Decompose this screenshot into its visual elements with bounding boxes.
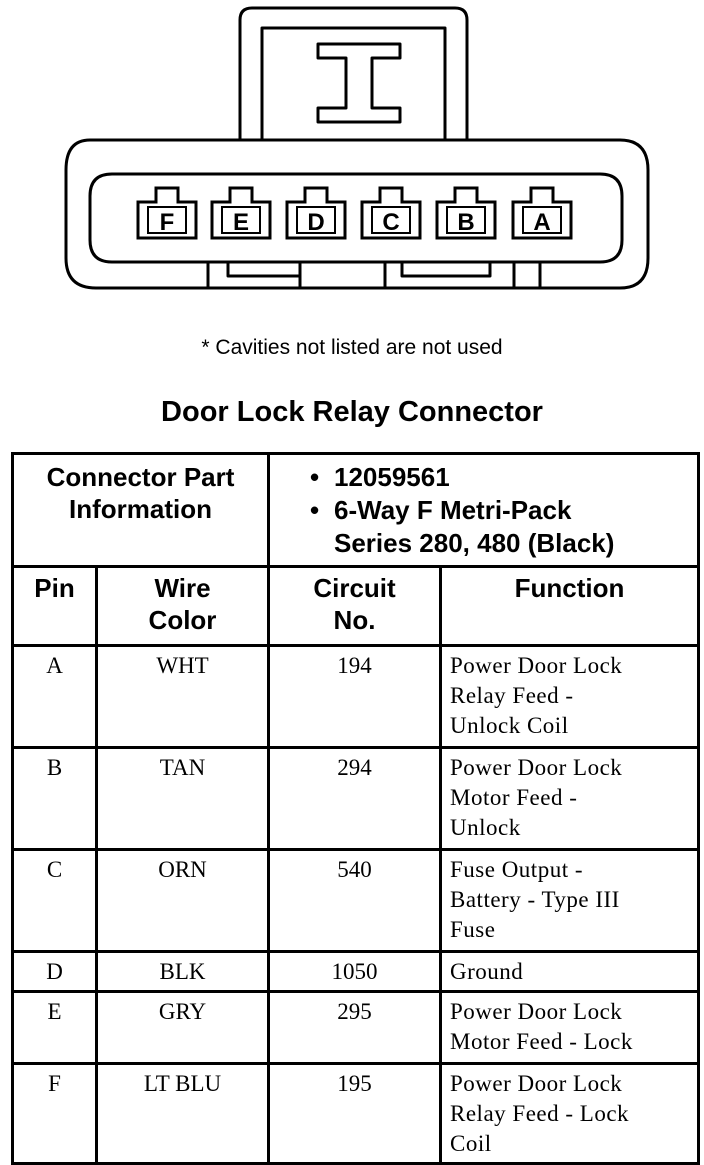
cavity-label: E [233,209,249,236]
pin-cell: C [11,848,98,953]
wire-color-cell: GRY [95,990,270,1065]
col-header-function: Function [438,565,701,647]
col-header-pin: Pin [11,565,98,647]
part-info-label: Connector Part Information [11,452,270,568]
wire-color-cell: LT BLU [95,1062,270,1165]
wire-color-cell: ORN [95,848,270,953]
function-line: Coil [450,1131,492,1156]
pin-cell: F [11,1062,98,1165]
cavity-label: A [533,209,550,236]
function-line: Power Door Lock [450,755,623,780]
function-line: Motor Feed - [450,785,578,810]
wire-color-cell: BLK [95,950,270,993]
circuit-cell: 295 [267,990,442,1065]
function-line: Relay Feed - Lock [450,1101,630,1126]
cavity-e: E [210,186,272,240]
function-line: Motor Feed - Lock [450,1029,633,1054]
function-line: Fuse [450,917,496,942]
circuit-cell: 195 [267,1062,442,1165]
cavity-d: D [285,186,347,240]
pin-cell: D [11,950,98,993]
part-number: •12059561 [310,462,450,492]
connector-body [64,138,650,290]
function-cell: Fuse Output - Battery - Type III Fuse [438,848,701,953]
wire-color-cell: TAN [95,746,270,851]
circuit-cell: 540 [267,848,442,953]
circuit-cell: 194 [267,644,442,749]
cavity-label: D [307,209,324,236]
function-line: Battery - Type III [450,887,620,912]
connector-type: •6-Way F Metri-Pack [310,495,572,525]
function-line: Unlock [450,815,521,840]
circuit-cell: 1050 [267,950,442,993]
function-cell: Ground [438,950,701,993]
function-line: Power Door Lock [450,1071,623,1096]
pin-cell: E [11,990,98,1065]
connector-table: Connector Part Information •12059561 •6-… [11,452,701,1165]
part-info-values: •12059561 •6-Way F Metri-Pack Series 280… [266,452,701,568]
function-line: Ground [450,959,524,984]
unused-cavities-note: * Cavities not listed are not used [201,336,503,359]
circuit-cell: 294 [267,746,442,851]
connector-series: Series 280, 480 (Black) [334,528,615,558]
part-info-row: Connector Part Information •12059561 •6-… [11,452,701,568]
wire-color-cell: WHT [95,644,270,749]
cavity-c: C [360,186,422,240]
function-line: Unlock Coil [450,713,569,738]
function-line: Power Door Lock [450,653,623,678]
function-line: Power Door Lock [450,999,623,1024]
cavity-label: F [160,209,175,236]
pin-cell: B [11,746,98,851]
cavity-a: A [511,186,573,240]
cavity-label: C [382,209,399,236]
page-title: Door Lock Relay Connector [161,396,543,428]
connector-latch [238,6,469,140]
cavity-f: F [136,186,198,240]
cavity-label: B [457,209,474,236]
cavity-b: B [435,186,497,240]
pin-cell: A [11,644,98,749]
function-line: Fuse Output - [450,857,583,882]
function-line: Relay Feed - [450,683,574,708]
